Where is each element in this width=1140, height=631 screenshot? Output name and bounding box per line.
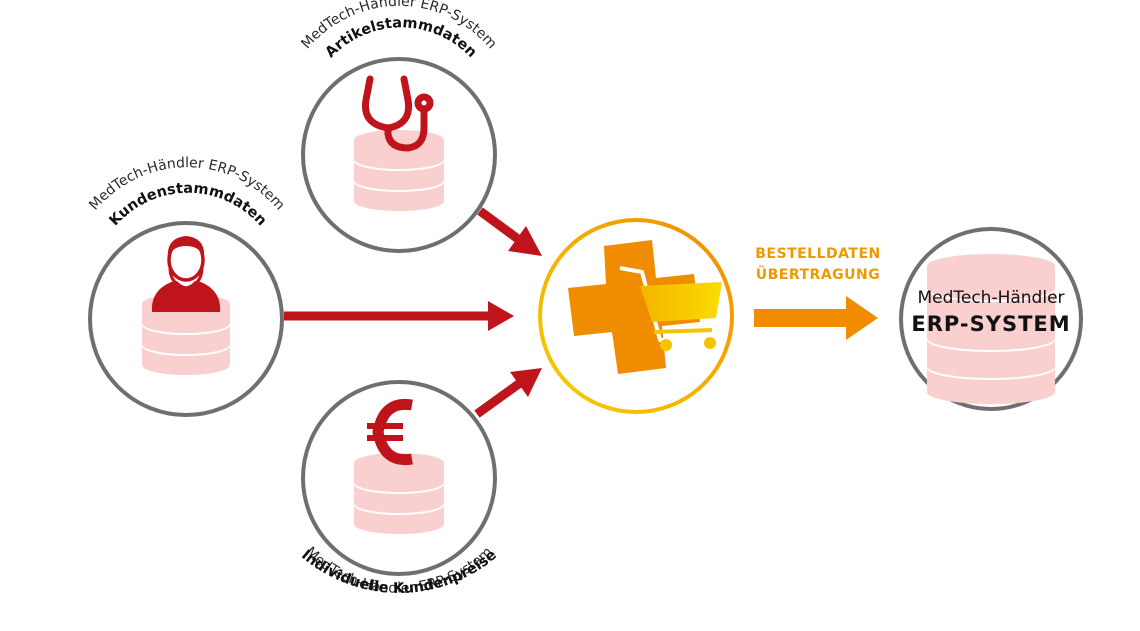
arrow-shop-to-erp xyxy=(754,296,878,340)
erp-label-line1: MedTech-Händler xyxy=(917,288,1064,308)
flow-label-line1: BESTELLDATEN xyxy=(755,246,880,262)
erp-label-line2: ERP-SYSTEM xyxy=(911,312,1070,336)
stethoscope-icon xyxy=(361,75,434,152)
pharmacy-cross-cart-icon xyxy=(568,240,722,374)
person-icon xyxy=(151,236,221,312)
node-individuelle-kundenpreise: MedTech-Händler ERP-System Individuelle … xyxy=(298,380,500,597)
arrow-kunden-to-shop xyxy=(284,301,514,331)
database-icon xyxy=(354,130,444,211)
node-kundenstammdaten: MedTech-Händler ERP-System Kundenstammda… xyxy=(86,155,288,417)
node-shop xyxy=(538,218,734,414)
database-icon xyxy=(354,453,444,534)
arrow-artikel-to-shop xyxy=(477,207,542,256)
node-artikelstammdaten: MedTech-Händler ERP-System Artikelstammd… xyxy=(298,0,500,253)
node-erp-system: MedTech-Händler ERP-SYSTEM xyxy=(899,227,1083,411)
database-icon xyxy=(927,254,1055,404)
arrow-preise-to-shop xyxy=(474,368,542,418)
euro-icon xyxy=(367,398,413,466)
flow-label-line2: ÜBERTRAGUNG xyxy=(756,265,881,283)
